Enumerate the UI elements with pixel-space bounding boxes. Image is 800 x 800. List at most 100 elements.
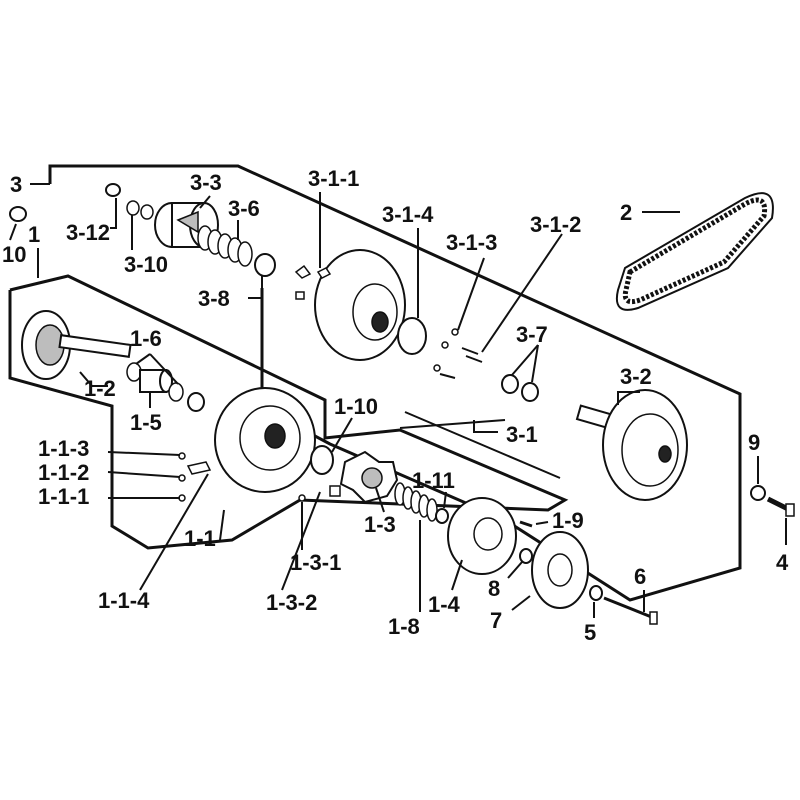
leader-1-10: [331, 417, 353, 453]
callout-1-10: 1-10: [334, 394, 378, 419]
fan-7: [531, 531, 589, 609]
leader-8: [507, 561, 523, 579]
callout-3-7: 3-7: [516, 322, 548, 347]
callout-1-1-3: 1-1-3: [38, 436, 89, 461]
callout-1-4: 1-4: [428, 592, 461, 617]
leader-1-1-3: [107, 451, 181, 456]
callout-1-1: 1-1: [184, 526, 216, 551]
fixed-sheave-3-2: [575, 389, 688, 501]
callout-1-3-2: 1-3-2: [266, 590, 317, 615]
leader-1-2: [79, 371, 108, 387]
pin-3-1-1-c: [433, 364, 441, 372]
callout-3: 3: [10, 172, 22, 197]
leader-1-4: [451, 559, 463, 591]
callout-5: 5: [584, 620, 596, 645]
washer-3-7-b: [521, 382, 539, 402]
callout-7: 7: [490, 608, 502, 633]
callout-8: 8: [488, 576, 500, 601]
washer-10: [9, 206, 27, 222]
slider-1-3-2: [329, 485, 341, 497]
callout-2: 2: [620, 200, 632, 225]
leader-3-1: [473, 420, 498, 433]
callout-1-8: 1-8: [388, 614, 420, 639]
leader-3-1-3: [457, 257, 485, 331]
leader-3-2: [617, 391, 640, 405]
pin-3-1-3-b: [441, 341, 449, 349]
washer-1-6: [187, 392, 205, 412]
pin-3-1-2-a: [461, 347, 479, 355]
leader-1-6-a: [135, 353, 151, 365]
ring-1-6-b: [168, 382, 184, 402]
bolt-1-9: [519, 520, 533, 528]
roller-3-1-1-a: [294, 264, 312, 279]
pin-3-1-3: [451, 328, 459, 336]
callout-3-6: 3-6: [228, 196, 260, 221]
callout-3-8: 3-8: [198, 286, 230, 311]
leader-3-7-a: [511, 344, 539, 376]
bolt-6-head: [649, 611, 658, 625]
callout-1-6: 1-6: [130, 326, 162, 351]
callout-9: 9: [748, 430, 760, 455]
bolt-4: [766, 496, 795, 517]
ring-1-6-a: [126, 362, 142, 382]
movable-drive-face-1-1: [214, 387, 316, 493]
pin-3-1-1-d: [439, 373, 456, 379]
callout-3-1-2: 3-1-2: [530, 212, 581, 237]
callout-1-3: 1-3: [364, 512, 396, 537]
o-ring-3-10-a: [126, 200, 140, 216]
leader-1-6-b: [149, 353, 179, 385]
leader-3-8: [248, 276, 263, 299]
callout-3-12: 3-12: [66, 220, 110, 245]
callout-3-1: 3-1: [506, 422, 538, 447]
pin-1-1-2-b: [178, 474, 186, 482]
callout-1-1-4: 1-1-4: [98, 588, 150, 613]
leader-1-3-2: [281, 491, 321, 591]
leader-1-9: [535, 521, 549, 525]
slider-3-1-1: [295, 291, 305, 300]
spider-1-3: [339, 450, 399, 504]
leader-3-1-2: [481, 233, 563, 353]
leader-1-11: [443, 491, 447, 509]
callout-6: 6: [634, 564, 646, 589]
leader-3-7-b: [531, 344, 539, 383]
nut-1-3-1: [298, 494, 306, 502]
pin-1-1-2-a: [178, 452, 186, 460]
leader-1-1: [219, 509, 225, 541]
leader-10: [9, 223, 17, 241]
callout-3-1-4: 3-1-4: [382, 202, 434, 227]
roller-3-1-1-b: [316, 267, 332, 279]
callout-10: 10: [2, 242, 26, 267]
callout-3-1-1: 3-1-1: [308, 166, 359, 191]
torque-cam: [154, 202, 219, 248]
fixed-drive-sheave-1-2: [21, 310, 132, 380]
callout-1-11: 1-11: [412, 468, 455, 493]
slider-1-1-3: [186, 461, 212, 475]
leader-1-1-2: [107, 471, 181, 478]
callout-1-9: 1-9: [552, 508, 584, 533]
pin-3-1-2-b: [465, 355, 483, 363]
seal-1-10: [310, 445, 334, 475]
driven-sheave-3-1: [314, 249, 406, 361]
callout-1-3-1: 1-3-1: [290, 550, 341, 575]
leader-7: [511, 595, 531, 611]
spring-3-6: [197, 225, 253, 267]
callout-3-3: 3-3: [190, 170, 222, 195]
callout-1-1-2: 1-1-2: [38, 460, 89, 485]
leader-3-3: [199, 195, 211, 209]
seal-3-1-4: [397, 317, 427, 355]
nut-9: [750, 485, 766, 501]
washer-3-7-a: [501, 374, 519, 394]
callout-1-1-1: 1-1-1: [38, 484, 89, 509]
leader-1-1-4: [139, 473, 209, 591]
callout-3-1-3: 3-1-3: [446, 230, 497, 255]
callout-1-2: 1-2: [84, 376, 116, 401]
callout-1-5: 1-5: [130, 410, 162, 435]
bolt-6: [603, 596, 655, 620]
divider-line-b: [404, 411, 561, 479]
callout-3-2: 3-2: [620, 364, 652, 389]
spring-1-8: [394, 482, 438, 522]
o-ring-3-10-b: [140, 204, 154, 220]
washer-1-11: [435, 508, 449, 524]
callout-3-10: 3-10: [124, 252, 168, 277]
